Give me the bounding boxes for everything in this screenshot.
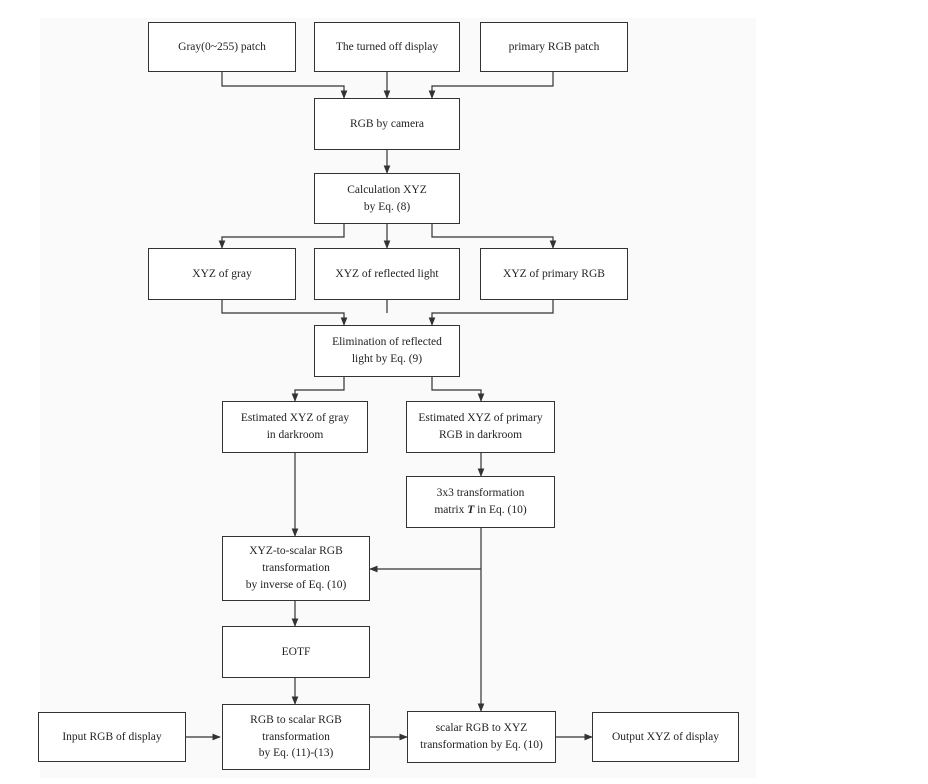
arrow-elim-to-est-gray xyxy=(291,377,345,402)
elimination-line1: Elimination of reflected xyxy=(332,336,442,349)
rgb-camera-box: RGB by camera xyxy=(314,98,460,150)
xyz-to-scalar-box: XYZ-to-scalar RGB transformation by inve… xyxy=(222,536,370,601)
arrow-elim-to-est-primary xyxy=(431,377,485,402)
matrix-symbol-t: T xyxy=(467,504,475,516)
primary-patch-box: primary RGB patch xyxy=(480,22,628,72)
scalar-to-xyz-line2: transformation by Eq. (10) xyxy=(420,739,543,751)
rgb-to-scalar-line1: RGB to scalar RGB xyxy=(250,713,342,726)
xyz-gray-label: XYZ of gray xyxy=(192,267,252,280)
elimination-line2: light by Eq. (9) xyxy=(351,353,423,365)
input-rgb-label: Input RGB of display xyxy=(62,730,162,743)
xyz-primary-label: XYZ of primary RGB xyxy=(503,267,605,280)
input-rgb-box: Input RGB of display xyxy=(38,712,186,762)
est-primary-line2: RGB in darkroom xyxy=(438,429,523,441)
gray-patch-box: Gray(0~255) patch xyxy=(148,22,296,72)
arrow-gray-to-camera xyxy=(221,72,348,99)
xyz-to-scalar-line2: transformation xyxy=(262,562,330,575)
xyz-primary-box: XYZ of primary RGB xyxy=(480,248,628,300)
est-gray-line2: in darkroom xyxy=(266,429,324,441)
rgb-to-scalar-line2: transformation xyxy=(262,730,330,743)
calc-xyz-line2: by Eq. (8) xyxy=(363,200,411,213)
xyz-to-scalar-line1: XYZ-to-scalar RGB xyxy=(249,545,343,558)
scalar-to-xyz-line1: scalar RGB to XYZ xyxy=(435,722,528,735)
xyz-to-scalar-line3: by inverse of Eq. (10) xyxy=(245,578,347,591)
arrow-xyz-primary-to-elim xyxy=(428,300,554,326)
est-gray-line1: Estimated XYZ of gray xyxy=(240,412,350,425)
display-off-label: The turned off display xyxy=(335,40,439,53)
eotf-box: EOTF xyxy=(222,626,370,678)
elimination-box: Elimination of reflected light by Eq. (9… xyxy=(314,325,460,377)
primary-patch-label: primary RGB patch xyxy=(508,40,600,53)
xyz-reflected-box: XYZ of reflected light xyxy=(314,248,460,300)
output-xyz-label: Output XYZ of display xyxy=(611,730,719,743)
eotf-label: EOTF xyxy=(281,645,311,658)
matrix-line2: matrix T in Eq. (10) xyxy=(434,502,526,519)
matrix-line2-pre: matrix xyxy=(434,504,468,516)
rgb-to-scalar-line3: by Eq. (11)-(13) xyxy=(258,747,334,760)
output-xyz-box: Output XYZ of display xyxy=(592,712,739,762)
matrix-box: 3x3 transformation matrix T in Eq. (10) xyxy=(406,476,555,528)
gray-patch-label: Gray(0~255) patch xyxy=(178,40,266,53)
matrix-line1: 3x3 transformation xyxy=(436,487,525,500)
display-off-box: The turned off display xyxy=(314,22,460,72)
matrix-line2-post: in Eq. (10) xyxy=(474,504,527,516)
scalar-to-xyz-box: scalar RGB to XYZ transformation by Eq. … xyxy=(407,711,556,763)
xyz-reflected-label: XYZ of reflected light xyxy=(335,267,439,280)
arrow-primary-to-camera xyxy=(428,72,554,99)
est-primary-box: Estimated XYZ of primary RGB in darkroom xyxy=(406,401,555,453)
arrow-xyz-gray-to-elim xyxy=(221,300,348,326)
calc-xyz-box: Calculation XYZ by Eq. (8) xyxy=(314,173,460,224)
calc-xyz-line1: Calculation XYZ xyxy=(347,183,427,196)
rgb-camera-label: RGB by camera xyxy=(349,117,425,130)
arrow-calc-to-xyz-gray xyxy=(218,224,345,249)
xyz-gray-box: XYZ of gray xyxy=(148,248,296,300)
rgb-to-scalar-box: RGB to scalar RGB transformation by Eq. … xyxy=(222,704,370,770)
est-gray-box: Estimated XYZ of gray in darkroom xyxy=(222,401,368,453)
arrow-calc-to-xyz-primary xyxy=(431,224,557,249)
est-primary-line1: Estimated XYZ of primary xyxy=(418,412,543,425)
